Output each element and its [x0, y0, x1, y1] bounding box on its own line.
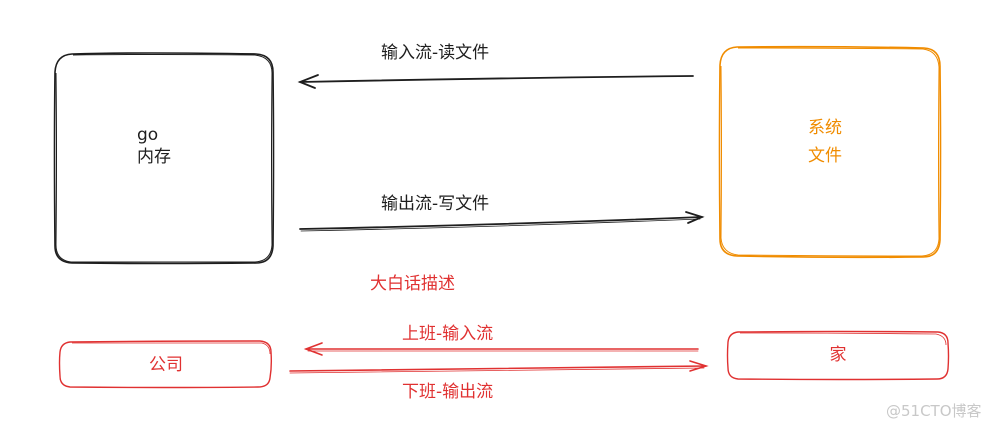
go-memory-label-line1: go [137, 125, 159, 145]
company-label: 公司 [149, 355, 183, 375]
go-to-work-label: 上班-输入流 [402, 324, 494, 344]
go-memory-box[interactable] [53, 52, 275, 265]
off-work-arrow [289, 360, 709, 374]
system-file-label-line2: 文件 [808, 146, 842, 166]
home-box[interactable] [726, 330, 950, 381]
system-file-box[interactable] [718, 45, 942, 259]
watermark: @51CTO博客 [886, 402, 982, 420]
system-file-label-line1: 系统 [808, 118, 842, 138]
go-to-work-arrow [303, 342, 699, 356]
home-label: 家 [829, 345, 847, 365]
output-stream-arrow [299, 211, 705, 232]
input-stream-arrow [297, 74, 694, 89]
input-stream-label: 输入流-读文件 [381, 43, 490, 63]
company-box[interactable] [58, 340, 273, 389]
go-memory-label-line2: 内存 [137, 147, 171, 167]
off-work-label: 下班-输出流 [402, 382, 494, 402]
analogy-title: 大白话描述 [370, 274, 455, 294]
output-stream-label: 输出流-写文件 [381, 194, 490, 214]
